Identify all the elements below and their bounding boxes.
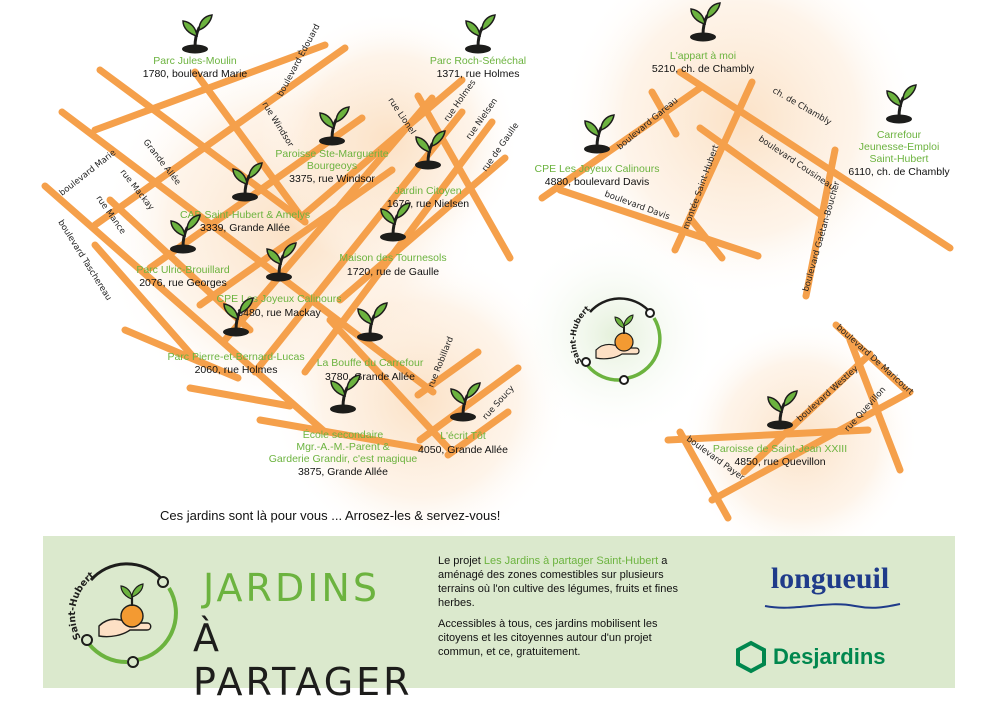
sprout-icon bbox=[463, 13, 497, 55]
svg-text:Saint-Hubert: Saint-Hubert bbox=[67, 570, 97, 642]
site-marker[interactable]: Parc Ulric-Brouillard 2076, rue Georges bbox=[136, 213, 230, 289]
site-name: Parc Jules-Moulin bbox=[153, 55, 237, 67]
site-marker[interactable]: Parc Roch-Sénéchal 1371, rue Holmes bbox=[430, 13, 526, 80]
hands-holding-seedling-icon bbox=[98, 583, 152, 638]
brand-logo: Saint-Hubert JARDINS À PARTAGER bbox=[53, 544, 423, 704]
site-address: 2076, rue Georges bbox=[139, 277, 227, 289]
site-address: 1676, rue Nielsen bbox=[387, 198, 469, 210]
site-name: CPE Les Joyeux Calinours bbox=[217, 293, 342, 305]
site-marker[interactable]: L'appart à moi 5210, ch. de Chambly bbox=[652, 1, 755, 75]
site-address: 3780, Grande Allée bbox=[325, 371, 415, 383]
site-address: 4050, Grande Allée bbox=[418, 444, 508, 456]
site-marker[interactable]: L'écrit Tôt 4050, Grande Allée bbox=[418, 381, 508, 456]
site-name: Jeunesse-Emploi bbox=[859, 141, 940, 153]
tagline: Ces jardins sont là pour vous ... Arrose… bbox=[160, 508, 501, 523]
site-name: Carrefour bbox=[877, 129, 922, 141]
site-name: Maison des Tournesols bbox=[339, 252, 446, 264]
site-address: 3480, rue Mackay bbox=[237, 307, 321, 319]
site-name: Mgr.-A.-M.-Parent & bbox=[296, 441, 389, 453]
brand-title-line1: JARDINS bbox=[203, 566, 380, 610]
site-marker[interactable]: Parc Pierre-et-Bernard-Lucas 2060, rue H… bbox=[167, 296, 305, 376]
site-name: Garderie Grandir, c'est magique bbox=[269, 453, 418, 465]
longueuil-wave-icon bbox=[764, 603, 901, 609]
site-name: Paroisse de Saint-Jean XXIII bbox=[713, 443, 847, 455]
footer-logo-emblem: Saint-Hubert bbox=[67, 562, 178, 668]
site-address: 5210, ch. de Chambly bbox=[652, 63, 755, 75]
footer-logo-arc-text: Saint-Hubert bbox=[67, 570, 97, 642]
site-marker[interactable]: Carrefour Jeunesse-Emploi Saint-Hubert 6… bbox=[848, 83, 950, 178]
site-name: La Bouffe du Carrefour bbox=[317, 357, 424, 369]
site-name: Paroisse Ste-Marguerite bbox=[275, 148, 388, 160]
site-marker[interactable]: CAB Saint-Hubert & Amelys 3339, Grande A… bbox=[180, 161, 310, 234]
site-marker[interactable]: Parc Jules-Moulin 1780, boulevard Marie bbox=[143, 13, 248, 80]
project-name: Les Jardins à partager Saint-Hubert bbox=[483, 555, 659, 567]
footer-banner: Saint-Hubert JARDINS À PARTAGER Le proje… bbox=[43, 536, 955, 704]
hands-holding-seedling-icon bbox=[595, 314, 640, 360]
site-marker[interactable]: CPE Les Joyeux Calinours 3480, rue Macka… bbox=[217, 241, 342, 319]
site-name: Parc Ulric-Brouillard bbox=[136, 264, 230, 276]
sprout-icon bbox=[180, 13, 214, 55]
desjardins-label: Desjardins bbox=[773, 644, 886, 669]
site-marker[interactable]: La Bouffe du Carrefour 3780, Grande Allé… bbox=[317, 301, 424, 383]
footer-paragraph-2: Accessibles à tous, ces jardins mobilise… bbox=[438, 618, 658, 658]
site-name: L'écrit Tôt bbox=[440, 430, 486, 442]
site-address: 3875, Grande Allée bbox=[298, 466, 388, 478]
site-address: 1371, rue Holmes bbox=[437, 68, 520, 80]
road-network-southeast bbox=[664, 321, 914, 522]
site-marker[interactable]: Paroisse Ste-Marguerite Bourgeoys 3375, … bbox=[275, 105, 389, 185]
site-name: École secondaire bbox=[303, 428, 384, 441]
site-address: 3375, rue Windsor bbox=[289, 173, 375, 185]
site-address: 6110, ch. de Chambly bbox=[848, 166, 950, 178]
site-marker[interactable]: CPE Les Joyeux Calinours 4880, boulevard… bbox=[535, 113, 660, 188]
desjardins-logo: Desjardins bbox=[733, 640, 933, 676]
site-address: 4880, boulevard Davis bbox=[545, 176, 649, 188]
site-name: Jardin Citoyen bbox=[394, 185, 461, 197]
site-name: Parc Roch-Sénéchal bbox=[430, 55, 526, 67]
site-name: L'appart à moi bbox=[670, 50, 736, 62]
site-address: 1780, boulevard Marie bbox=[143, 68, 248, 80]
site-name: CPE Les Joyeux Calinours bbox=[535, 163, 660, 175]
site-marker[interactable]: Maison des Tournesols 1720, rue de Gaull… bbox=[339, 201, 447, 278]
brand-title-line2: À PARTAGER bbox=[193, 616, 413, 704]
site-address: 4850, rue Quevillon bbox=[734, 456, 825, 468]
site-name: Saint-Hubert bbox=[870, 153, 929, 165]
site-name: Parc Pierre-et-Bernard-Lucas bbox=[167, 351, 304, 363]
site-address: 2060, rue Holmes bbox=[195, 364, 278, 376]
longueuil-logo: longueuil bbox=[770, 562, 890, 595]
site-marker[interactable]: Paroisse de Saint-Jean XXIII 4850, rue Q… bbox=[713, 389, 847, 468]
site-name: CAB Saint-Hubert & Amelys bbox=[180, 209, 310, 221]
garden-sites: Parc Jules-Moulin 1780, boulevard Marie … bbox=[136, 1, 950, 478]
road-network-east bbox=[538, 68, 954, 300]
desjardins-hexagon-icon bbox=[736, 640, 766, 674]
site-address: 1720, rue de Gaulle bbox=[347, 266, 439, 278]
footer-paragraph-1: Le projet Les Jardins à partager Saint-H… bbox=[438, 555, 678, 609]
footer-description: Le projet Les Jardins à partager Saint-H… bbox=[438, 554, 688, 666]
site-marker[interactable]: École secondaire Mgr.-A.-M.-Parent & Gar… bbox=[269, 373, 418, 478]
site-name: Bourgeoys bbox=[307, 160, 357, 172]
site-address: 3339, Grande Allée bbox=[200, 222, 290, 234]
